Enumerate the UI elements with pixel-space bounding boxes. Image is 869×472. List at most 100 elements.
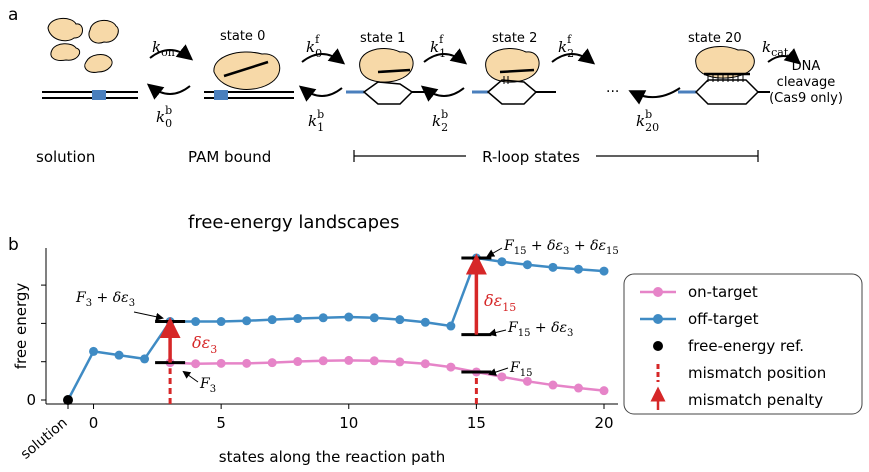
- label-f3: F3: [199, 376, 216, 395]
- data-point-off-target: [573, 264, 583, 274]
- data-point-off-target: [522, 260, 532, 270]
- data-point-off-target: [114, 350, 124, 360]
- state-0-complex: [204, 51, 294, 100]
- pointer-f3-plus: [133, 311, 164, 321]
- kcat-arrow: [767, 48, 802, 65]
- data-point-off-target: [395, 315, 405, 325]
- data-point-on-target: [344, 355, 354, 365]
- x-tick-label: 0: [89, 414, 99, 432]
- pointer-f15: [488, 367, 509, 376]
- panel-a: a kon k0b state 0 k0f: [8, 5, 843, 166]
- y-tick-label: 0: [26, 391, 36, 409]
- data-point-off-target: [369, 313, 379, 323]
- x-tick-label: 20: [594, 414, 613, 432]
- k0f-arrow: [301, 48, 346, 65]
- data-point-off-target: [140, 354, 150, 364]
- k20b-label: k20b: [636, 108, 659, 134]
- k0f-label: k0f: [306, 33, 322, 60]
- data-point-off-target: [420, 317, 430, 327]
- legend-off-target: off-target: [688, 310, 759, 328]
- data-point-off-target: [242, 316, 252, 326]
- y-ticks: 0: [26, 391, 46, 409]
- penalty-arrows: [159, 253, 487, 363]
- solution-dna: [42, 90, 138, 100]
- k1f-arrow: [423, 48, 468, 65]
- legend-marker-ref: [653, 341, 663, 351]
- x-tick-label: 10: [339, 414, 358, 432]
- panel-b-label: b: [8, 235, 19, 255]
- label-f15: F15: [509, 360, 532, 379]
- k2b-arrow: [420, 85, 465, 102]
- data-point-off-target: [548, 262, 558, 272]
- k2f-arrow: [551, 48, 596, 65]
- data-point-on-target: [420, 359, 430, 369]
- data-point-off-target: [599, 266, 609, 276]
- pointer-f15-plus: [488, 328, 507, 337]
- legend-mismatch-penalty: mismatch penalty: [688, 391, 823, 409]
- data-point-off-target: [318, 313, 328, 323]
- kon-arrow: [149, 44, 194, 61]
- data-point-on-target: [522, 376, 532, 386]
- label-f15-full: F15 + δε3 + δε15: [503, 238, 619, 257]
- k1b-label: k1b: [308, 108, 324, 134]
- label-f15-plus-de3: F15 + δε3: [507, 320, 573, 339]
- data-point-on-target: [369, 356, 379, 366]
- panel-a-label: a: [8, 5, 18, 25]
- data-point-on-target: [497, 372, 507, 382]
- legend-mismatch-position: mismatch position: [688, 364, 826, 382]
- data-point-on-target: [267, 358, 277, 368]
- state-20-label: state 20: [688, 31, 742, 46]
- k2b-label: k2b: [432, 108, 448, 134]
- data-point-on-target: [318, 356, 328, 366]
- data-point-off-target: [216, 317, 226, 327]
- legend-marker-on-target: [653, 287, 663, 297]
- y-axis-label: free energy: [12, 283, 30, 370]
- data-point-off-target: [191, 317, 201, 327]
- legend-on-target: on-target: [688, 283, 758, 301]
- panel-b: b free-energy landscapes free energy sta…: [8, 212, 863, 466]
- k0b-label: k0b: [156, 104, 172, 130]
- series-line-off-target: [66, 256, 605, 401]
- free-protein-icons: [47, 18, 119, 73]
- k1b-arrow: [298, 85, 343, 102]
- data-point-on-target: [242, 358, 252, 368]
- rloop-bracket: [353, 150, 759, 162]
- reference-point: [63, 395, 73, 405]
- mismatch-lines: [168, 368, 478, 404]
- data-point-on-target: [191, 359, 201, 369]
- cleavage-line3: (Cas9 only): [769, 91, 843, 106]
- data-point-on-target: [216, 358, 226, 368]
- state-0-label: state 0: [220, 29, 265, 44]
- rloop-label: R-loop states: [482, 148, 580, 166]
- k1f-label: k1f: [430, 33, 446, 60]
- legend-ref: free-energy ref.: [688, 337, 804, 355]
- state-1-complex: [346, 48, 432, 105]
- data-point-on-target: [293, 357, 303, 367]
- state-20-complex: [678, 46, 770, 105]
- state-1-label: state 1: [360, 31, 405, 46]
- cleavage-line1: DNA: [792, 59, 821, 74]
- data-point-on-target: [395, 357, 405, 367]
- state-2-complex: [472, 48, 556, 105]
- series-line-on-target: [170, 359, 605, 392]
- legend: on-target off-target free-energy ref. mi…: [623, 273, 863, 415]
- label-f3-plus-de3: F3 + δε3: [75, 290, 135, 309]
- k20b-arrow: [628, 87, 681, 105]
- ellipsis: ...: [606, 80, 619, 96]
- chart-title: free-energy landscapes: [188, 212, 399, 233]
- kcat-label: kcat: [762, 38, 789, 59]
- data-point-on-target: [548, 380, 558, 390]
- data-point-on-target: [446, 362, 456, 372]
- data-point-off-target: [497, 257, 507, 267]
- y-minor-ticks: [41, 284, 46, 363]
- kon-label: kon: [152, 38, 175, 59]
- x-tick-label: 5: [216, 414, 226, 432]
- pointer-f15-full: [486, 247, 503, 257]
- data-point-on-target: [573, 383, 583, 393]
- x-axis-label: states along the reaction path: [219, 448, 445, 466]
- label-de15: δε15: [484, 291, 516, 314]
- pointer-f3: [182, 370, 199, 383]
- legend-marker-off-target: [653, 314, 663, 324]
- solution-label: solution: [36, 148, 95, 166]
